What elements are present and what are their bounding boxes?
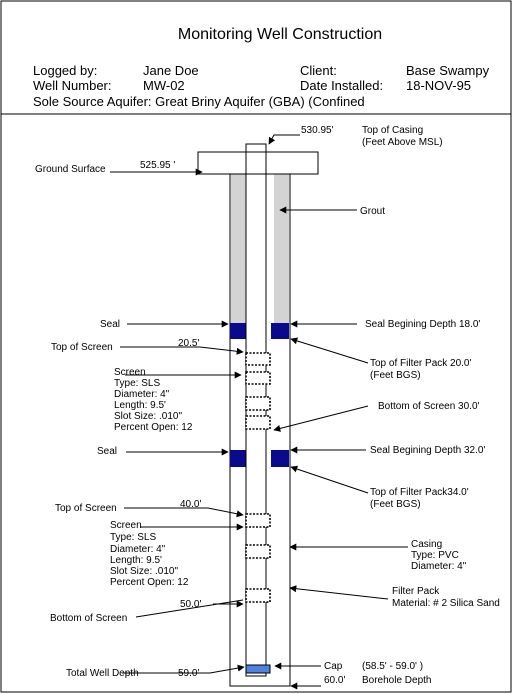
screen-spec-line: Diameter: 4" [110,544,166,555]
lower-screen [245,513,271,603]
upper-screen-specs: Screen Type: SLS Diameter: 4" Length: 9.… [114,367,193,433]
total-well-depth-label: Total Well Depth [66,668,139,679]
screen-spec-line: Type: SLS [110,532,156,543]
upper-screen [245,352,271,430]
casing-diameter: Diameter: 4" [411,561,467,572]
filter-pack-material: Material: # 2 Silica Sand [392,598,500,609]
screen-spec-line: Length: 9.5' [110,555,162,566]
seal-lower-right [271,450,289,467]
screen-slot [245,352,271,366]
client-value: Base Swampy [406,63,490,78]
casing-type: Type: PVC [411,550,459,561]
screen-slot [245,415,271,430]
ground-surface-label: Ground Surface [35,164,106,175]
seal-upper-left [230,323,246,339]
date-installed-label: Date Installed: [300,78,383,93]
seal-upper-label: Seal [100,319,120,330]
lower-screen-specs: Screen Type: SLS Diameter: 4" Length: 9.… [110,520,189,588]
top-of-screen-upper-value: 20.5' [178,338,199,349]
seal-upper-depth: Seal Begining Depth 18.0' [365,319,480,330]
seal-lower-depth: Seal Begining Depth 32.0' [370,445,485,456]
screen-slot [245,544,271,559]
top-filter-pack-upper-sub: (Feet BGS) [370,370,421,381]
cap-label: Cap [324,661,343,672]
seal-upper-right [271,323,289,339]
well-number-value: MW-02 [143,78,185,93]
logged-by-label: Logged by: [33,63,97,78]
screen-spec-line: Screen [110,520,142,531]
date-installed-value: 18-NOV-95 [406,78,471,93]
grout-right [274,174,289,323]
ground-surface-value: 525.95 ' [140,160,175,171]
top-of-casing-label: Top of Casing [362,125,423,136]
screen-spec-line: Slot Size: .010" [114,411,182,422]
top-filter-pack-lower: Top of Filter Pack34.0' [370,487,469,498]
grout-left [231,174,246,323]
page-title: Monitoring Well Construction [178,26,382,43]
logged-by-value: Jane Doe [143,63,199,78]
seal-lower-label: Seal [97,446,117,457]
screen-spec-line: Screen [114,367,146,378]
screen-slot [245,396,271,411]
screen-spec-line: Type: SLS [114,378,160,389]
borehole-outline [229,174,291,687]
bottom-of-screen-upper: Bottom of Screen 30.0' [378,401,480,412]
grout-label: Grout [360,206,385,217]
filter-pack-title: Filter Pack [392,586,440,597]
top-filter-pack-lower-sub: (Feet BGS) [370,499,421,510]
bottom-of-screen-lower-value: 50.0' [180,599,201,610]
screen-spec-line: Slot Size: .010" [110,566,178,577]
borehole-depth-label: Borehole Depth [362,675,432,686]
screen-slot [245,588,271,603]
client-label: Client: [300,63,337,78]
total-well-depth-value: 59.0' [178,668,199,679]
borehole-depth-value: 60.0' [324,675,345,686]
top-of-screen-upper-label: Top of Screen [51,342,113,353]
screen-spec-line: Diameter: 4" [114,389,170,400]
screen-slot [245,513,271,528]
top-of-casing-sub: (Feet Above MSL) [362,137,443,148]
well-number-label: Well Number: [33,78,112,93]
screen-slot [245,371,271,385]
well-cap [245,664,271,674]
casing-title: Casing [411,539,442,550]
screen-spec-line: Percent Open: 12 [110,577,189,588]
cap-depth-range: (58.5' - 59.0' ) [362,661,423,672]
top-of-screen-lower-value: 40.0' [180,499,201,510]
leader-lines [110,134,408,690]
top-of-screen-lower-label: Top of Screen [55,503,117,514]
bottom-of-screen-lower-label: Bottom of Screen [50,613,127,624]
top-of-casing-value: 530.95' [301,125,334,136]
screen-spec-line: Percent Open: 12 [114,422,193,433]
aquifer-line: Sole Source Aquifer: Great Briny Aquifer… [33,94,365,109]
top-filter-pack-upper: Top of Filter Pack 20.0' [370,358,471,369]
seal-lower-left [230,450,246,467]
screen-spec-line: Length: 9.5' [114,400,166,411]
